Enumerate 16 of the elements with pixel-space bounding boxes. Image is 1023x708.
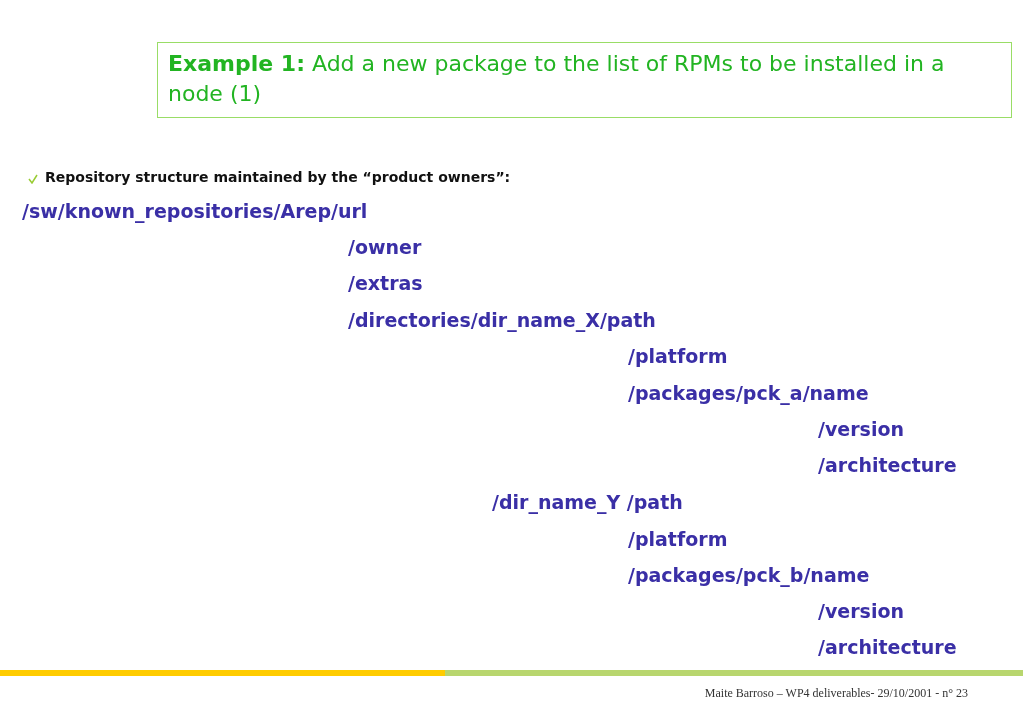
tree-path-text: /version [818, 418, 904, 441]
tree-path-text: /architecture [818, 636, 957, 659]
tree-path-text: /sw/known_repositories/Arep/url [22, 200, 368, 223]
tree-path-text: /packages/pck_a/name [628, 382, 869, 405]
tree-path-text: /packages/pck_b/name [628, 564, 870, 587]
tree-path-text: /platform [628, 345, 728, 368]
title-box: Example 1: Add a new package to the list of RPMs to be installed in a node (1) [157, 42, 1012, 118]
tree-path-text: /architecture [818, 454, 957, 477]
tree-path-text: /extras [348, 272, 423, 295]
footer-text: Maite Barroso – WP4 deliverables- 29/10/2001 - n° 23 [704, 686, 968, 701]
tree-path-text: /directories/dir_name_X/path [348, 309, 656, 332]
tree-path-text: /dir_name_Y /path [492, 491, 683, 514]
tree-path-text: /platform [628, 528, 728, 551]
bullet-text: Repository structure maintained by the “product owners”: [45, 169, 511, 186]
tree-path-text: /owner [348, 236, 422, 259]
tree-path-text: /version [818, 600, 904, 623]
